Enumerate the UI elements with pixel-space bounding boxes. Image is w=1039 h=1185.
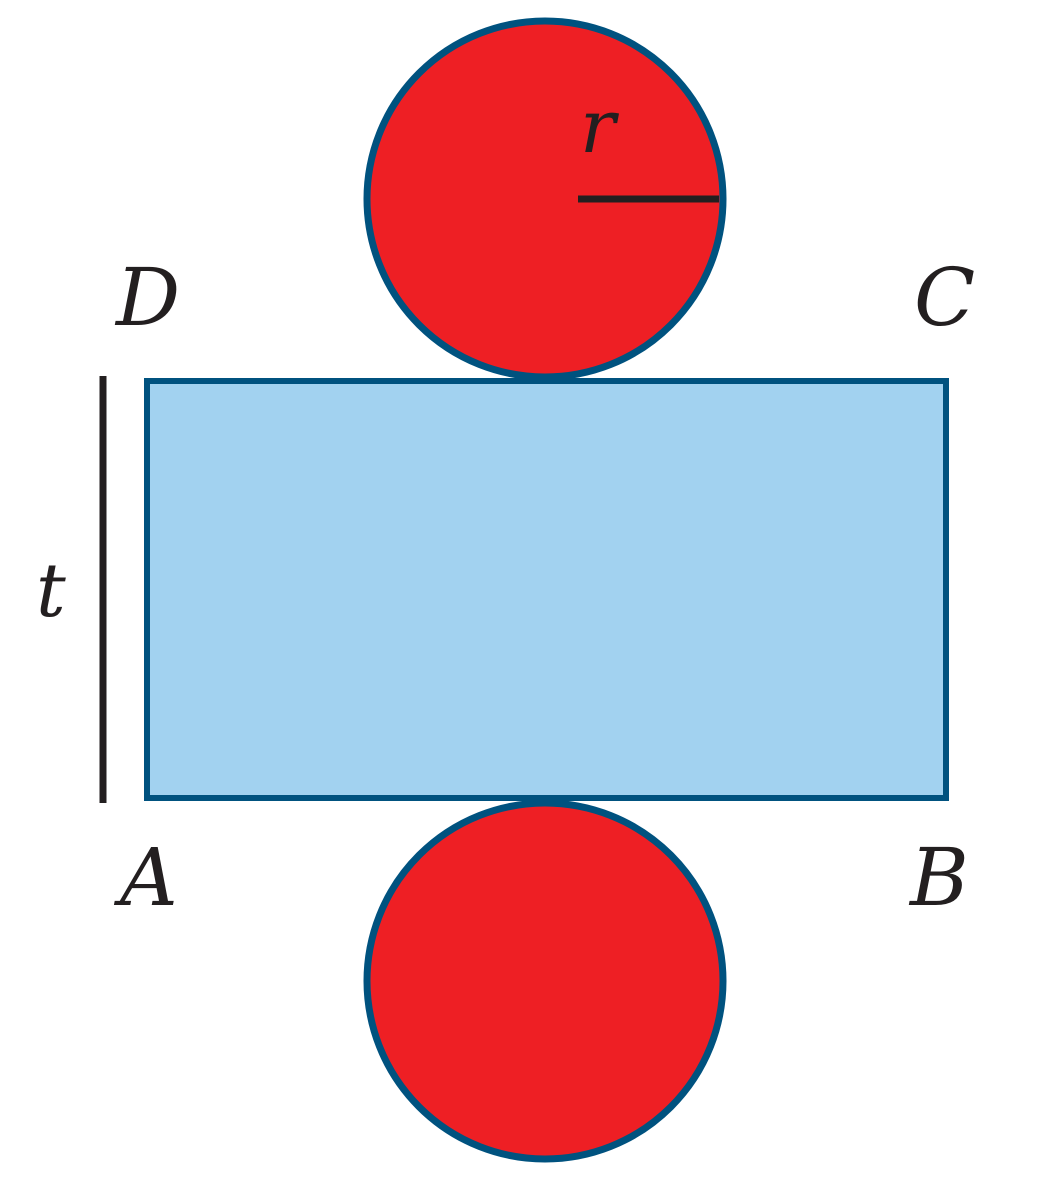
corner-label-b: B (908, 831, 969, 924)
corner-label-c: C (914, 251, 975, 344)
height-label: t (36, 548, 66, 634)
corner-label-d: D (114, 251, 180, 344)
top-base-circle (363, 17, 727, 381)
bottom-base-circle (363, 799, 727, 1163)
corner-label-a: A (113, 831, 178, 924)
radius-label: r (580, 84, 620, 170)
lateral-surface-rectangle (144, 378, 949, 801)
